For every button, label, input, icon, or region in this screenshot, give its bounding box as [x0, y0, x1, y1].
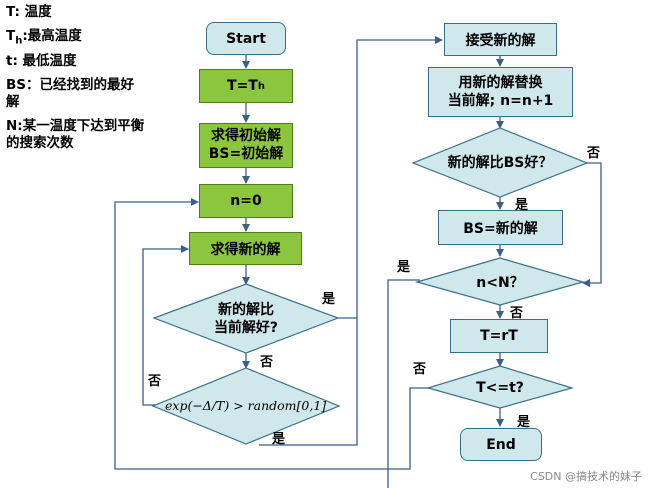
decision-t-label: T<=t?	[476, 379, 524, 396]
legend-t: T: 温度	[6, 4, 52, 20]
arrow-n-yes-hidden	[387, 279, 420, 488]
legend-th-rest: :最高温度	[22, 27, 82, 44]
get-new-node: 求得新的解	[189, 232, 302, 265]
label-no-formula: 否	[148, 374, 162, 389]
end-node: End	[460, 428, 542, 461]
label-no-better: 否	[260, 355, 274, 370]
label-yes-formula: 是	[272, 432, 286, 447]
diamond-formula	[151, 367, 341, 445]
set-t-main: T=T	[227, 78, 258, 94]
legend-n: N:某一温度下达到平衡的搜索次数	[6, 117, 145, 152]
decision-bs-label: 新的解比BS好？	[447, 154, 553, 171]
replace-line2: 当前解; n=n+1	[447, 93, 554, 109]
t-update-node: T=rT	[450, 319, 548, 353]
bs-assign-node: BS=新的解	[438, 210, 563, 245]
set-t-sub: h	[257, 80, 265, 92]
legend-th-main: T	[6, 27, 16, 44]
decision-better-line1: 新的解比	[218, 301, 274, 318]
init-line1: 求得初始解	[211, 128, 281, 144]
arrow-bs-no	[582, 162, 602, 287]
replace-node: 用新的解替换 当前解; n=n+1	[428, 67, 573, 117]
legend: T: 温度 Th:最高温度 t: 最低温度 BS：已经找到的最好解 N:某一温度…	[6, 4, 146, 159]
diamond-n-less-N	[414, 257, 586, 306]
decision-better-label: 新的解比 当前解好?	[180, 298, 312, 340]
decision-better-line2: 当前解好?	[213, 320, 279, 336]
accept-node: 接受新的解	[444, 23, 557, 56]
label-yes-t: 是	[517, 415, 531, 430]
diamond-better-than-current	[152, 283, 340, 354]
n-zero-node: n=0	[199, 184, 293, 218]
replace-line1: 用新的解替换	[458, 74, 543, 91]
decision-n-label: n<N？	[476, 274, 524, 291]
legend-bs: BS：已经找到的最好解	[6, 76, 135, 111]
label-no-n: 否	[510, 306, 524, 321]
arrow-to-accept	[356, 36, 443, 321]
legend-th-sub: h	[15, 35, 23, 47]
label-yes-n: 是	[397, 260, 411, 275]
formula-text: exp(−Δ/T) > random[0,1]	[165, 398, 327, 413]
label-yes-better: 是	[322, 292, 336, 307]
watermark: CSDN @搞技术的妹子	[530, 470, 642, 483]
label-no-bs: 否	[587, 146, 601, 161]
init-node: 求得初始解 BS=初始解	[199, 123, 293, 168]
legend-th: Th:最高温度	[6, 28, 146, 48]
label-no-t: 否	[413, 362, 427, 377]
arrow-t-no-loop	[114, 198, 430, 470]
arrow-formula-yes-merge	[259, 321, 358, 446]
legend-tmin: t: 最低温度	[6, 53, 77, 70]
start-node: Start	[206, 22, 286, 55]
label-yes-bs: 是	[515, 198, 529, 213]
diamond-t-le-tmin	[425, 365, 575, 409]
diamond-better-than-bs	[411, 127, 589, 198]
init-line2: BS=初始解	[208, 145, 284, 162]
